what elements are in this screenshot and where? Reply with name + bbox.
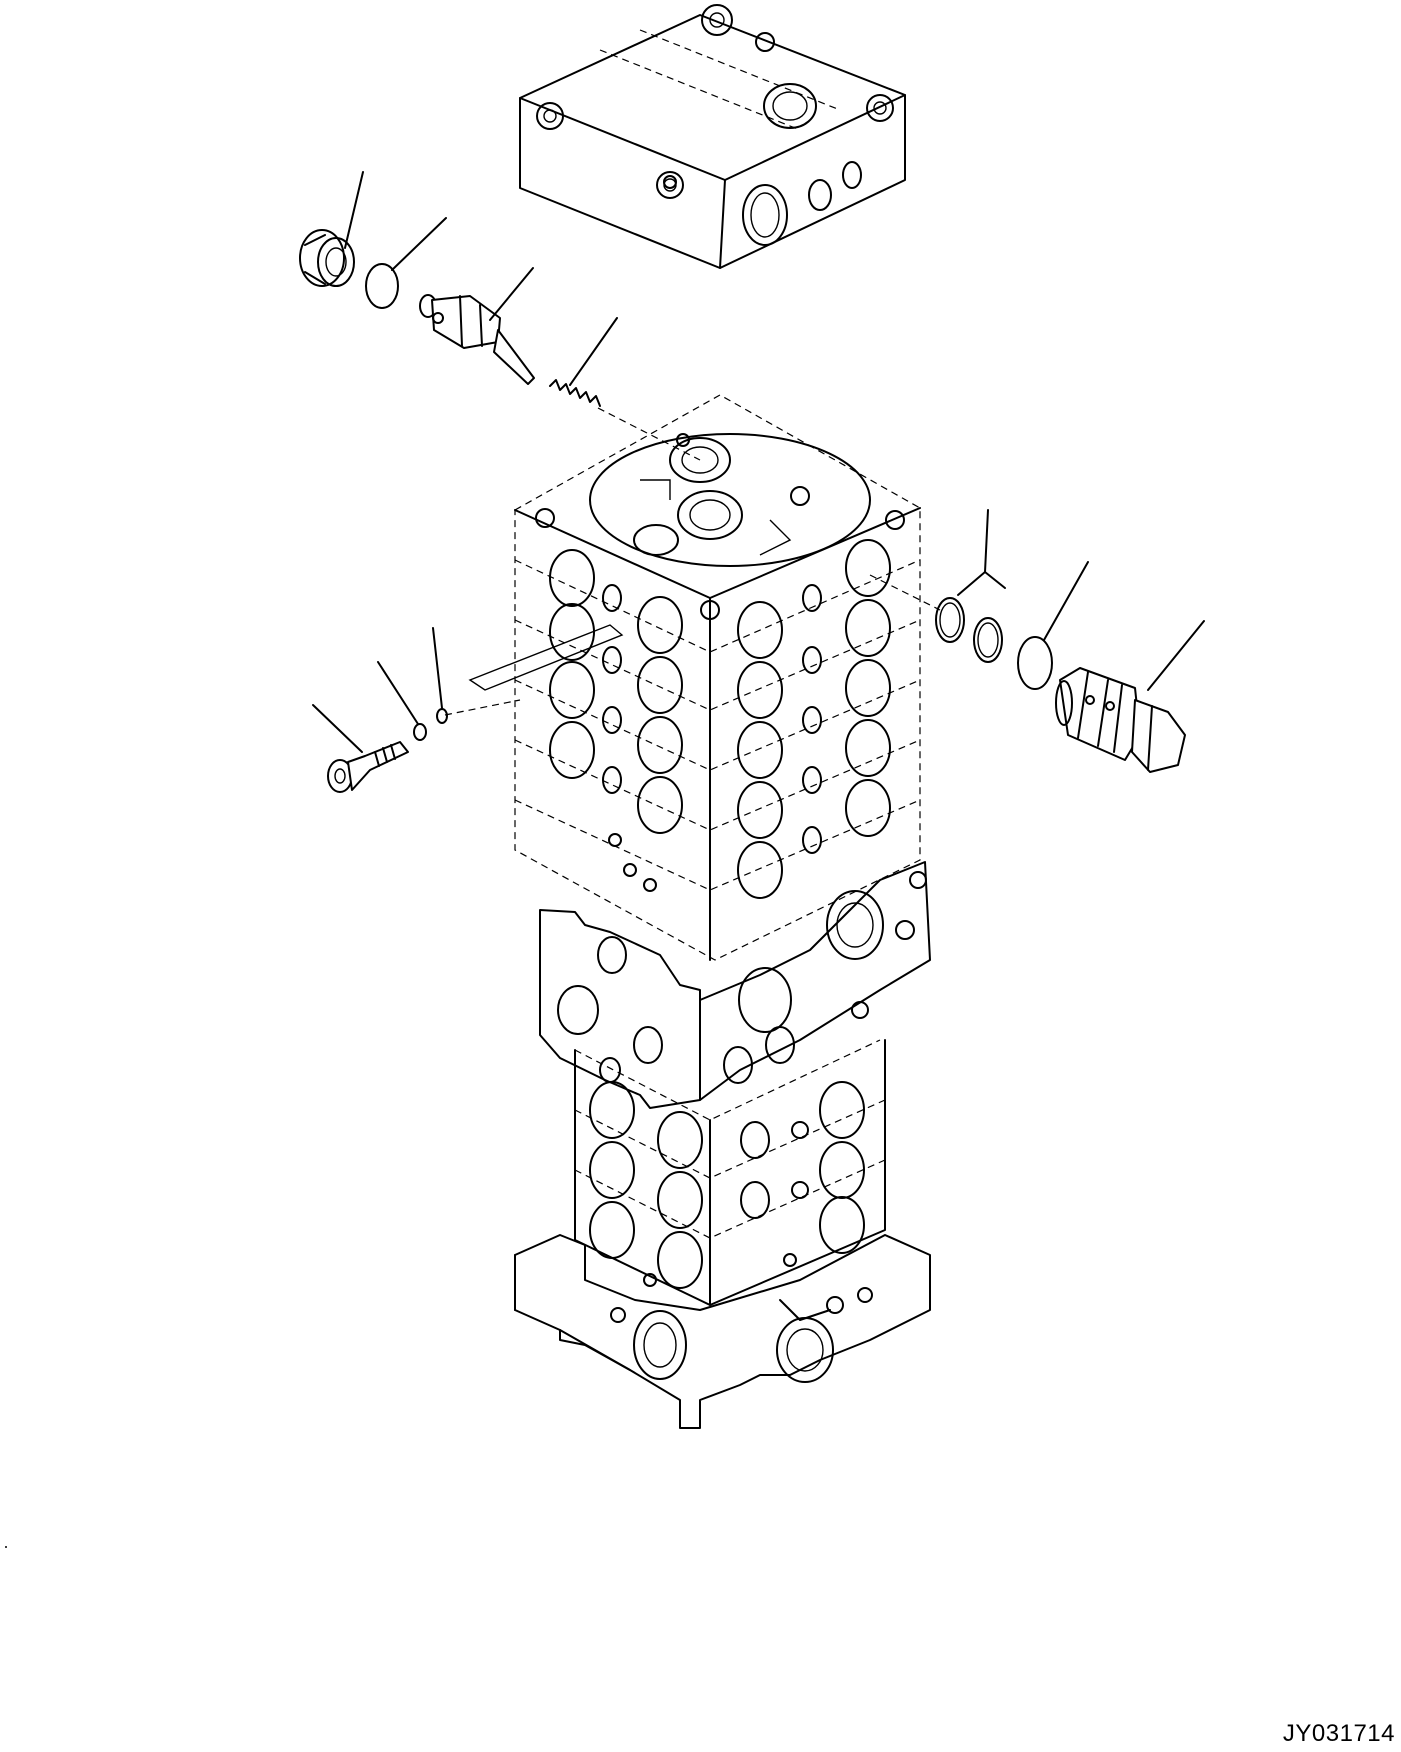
assembly-axis-left <box>444 699 521 716</box>
leader-line-o-ring-4 <box>432 627 443 709</box>
coil-spring-icon <box>549 379 601 407</box>
middle-plate <box>539 861 931 1109</box>
relief-valve-cartridge-icon <box>1055 667 1186 773</box>
exploded-axis-guide <box>468 624 624 691</box>
leader-line-spool <box>489 267 534 321</box>
o-ring-icon <box>436 708 448 724</box>
flange-bolt-icon <box>327 741 409 793</box>
o-ring-icon <box>365 263 399 309</box>
base-block <box>514 1234 931 1429</box>
top-cover-block <box>519 4 906 269</box>
assembly-axis-right <box>869 574 941 611</box>
threaded-plug-icon <box>299 229 355 287</box>
leader-line-relief-valve <box>1147 620 1205 691</box>
leader-line-backup-rings <box>957 509 1006 596</box>
valve-stack-upper-right-ports <box>737 539 891 899</box>
leader-line-o-ring-1 <box>391 217 447 271</box>
leader-line-bolt <box>312 704 363 753</box>
leader-line-spring <box>569 317 618 386</box>
drawing-reference-code: JY031714 <box>1282 1720 1395 1747</box>
spool-valve-icon <box>419 294 535 385</box>
scan-dot <box>5 1546 7 1548</box>
leader-line-o-ring-3 <box>377 661 419 725</box>
leader-line-plug <box>344 171 364 249</box>
o-ring-icon <box>413 723 427 741</box>
o-ring-icon <box>1017 636 1053 690</box>
valve-stack-lower <box>574 1039 886 1306</box>
valve-stack-upper-left-ports <box>549 549 683 892</box>
leader-line-o-ring-2 <box>1043 561 1089 641</box>
backup-ring-icon <box>935 597 1003 663</box>
valve-stack-upper <box>514 394 921 961</box>
